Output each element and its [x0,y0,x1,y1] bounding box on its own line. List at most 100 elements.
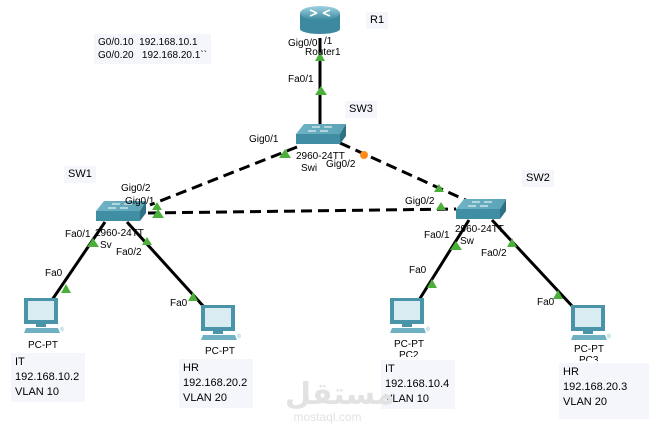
pc0-info-note: IT 192.168.10.2 VLAN 10 [11,353,85,402]
switch-sw1[interactable] [96,201,146,221]
sw2-name-label: Sw [460,236,474,247]
link-sw1-sw2[interactable] [147,207,457,215]
router-top [300,6,340,20]
port-label-sw2-fa02: Fa0/2 [481,248,507,259]
switch-front [296,134,340,144]
status-up-icon [315,86,327,95]
pc-screen [205,308,231,327]
switch-front [96,211,140,221]
port-label-sw2-gig02: Gig0/2 [405,196,435,207]
port-label-sw2-fa01: Fa0/1 [424,230,450,241]
switch-arrows-icon [468,201,492,207]
port-label-sw3-fa01: Fa0/1 [288,74,314,85]
switch-top [456,199,506,209]
pc3-model-label: PC-PT [574,344,604,355]
pc2-model-label: PC-PT [394,339,424,350]
link-sw2-pc2[interactable] [417,219,471,301]
pc-screen [394,301,420,320]
status-up-icon [427,279,437,288]
watermark: مستقل mostaql.com [285,377,395,425]
link-sw1-pc0[interactable] [50,221,107,301]
status-up-icon [279,149,291,158]
status-blocking-icon [360,151,368,159]
pc-mouse [426,326,430,332]
port-label-sw1-gig02: Gig0/2 [121,183,151,194]
pc1-info-note: HR 192.168.20.2 VLAN 20 [179,359,253,408]
pc-mouse [237,333,241,339]
port-label-sw3-gig01: Gig0/1 [249,134,279,145]
switch-side [340,124,346,144]
status-up-icon [434,184,444,192]
switch-side [140,201,146,221]
port-label-r1-gig00: Gig0/0 [288,38,318,49]
switch-sw2[interactable] [456,199,506,219]
switch-arrows-icon [308,126,332,132]
switch-top [296,124,346,134]
pc-stand [402,324,412,327]
router-arrows-icon [309,9,331,17]
pc-stand [36,324,46,327]
status-up-icon [188,292,198,301]
pc-0[interactable] [24,298,64,333]
pc3-info-note: HR 192.168.20.3 VLAN 20 [559,363,649,419]
port-label-sw1-fa01: Fa0/1 [65,229,91,240]
status-up-icon [436,202,446,210]
sw2-tag: SW2 [522,170,554,187]
router-tag: R1 [366,12,389,29]
sw2-model-label: 2960-24TT [455,224,504,235]
port-label-sw1-gig01: Gig0/1 [125,196,155,207]
pc-keyboard [571,335,607,340]
sw3-name-label: Swi [301,163,318,174]
pc-mouse [60,326,64,332]
sw3-tag: SW3 [345,101,377,118]
status-up-icon [507,238,517,247]
pc-stand [213,331,223,334]
port-label-pc1-fa0: Fa0 [170,298,188,309]
pc-mouse [607,333,611,339]
port-label-pc2-fa0: Fa0 [409,265,427,276]
link-sw3-sw2[interactable] [339,141,473,205]
pc-keyboard [390,328,426,333]
link-sw3-sw1[interactable] [149,145,298,207]
watermark-arabic: مستقل [285,377,395,412]
pc2-info-note: IT 192.168.10.4 VLAN 10 [381,360,455,409]
port-label-pc0-fa0: Fa0 [45,268,63,279]
sw1-model-label: 2960-24TT [95,228,144,239]
pc0-model-label: PC-PT [28,340,58,351]
link-status-indicators [61,52,563,301]
link-sw2-pc3[interactable] [490,218,575,309]
sw1-name-label: Sv [100,240,112,251]
sw1-tag: SW1 [64,166,96,183]
sw3-model-label: 2960-24TT [296,151,345,162]
status-up-icon [553,290,563,299]
port-label-sw3-gig02: Gig0/2 [326,159,356,170]
port-label-r1-suffix: /1 [324,36,333,47]
router-model-label: Router1 [305,47,341,58]
pc-2[interactable] [390,298,430,333]
pc-keyboard [24,328,60,333]
pc-3[interactable] [571,305,611,340]
port-label-sw1-fa02: Fa0/2 [116,247,142,258]
status-up-icon [450,241,462,250]
status-up-icon [61,284,71,293]
links [50,38,575,310]
port-label-pc3-fa0: Fa0 [537,297,555,308]
status-up-icon [152,202,162,210]
status-up-icon [87,238,99,247]
switch-arrows-icon [108,203,132,209]
pc-stand [583,331,593,334]
pc-keyboard [201,335,237,340]
pc3-name-label: PC3 [579,355,599,361]
pc1-model-label: PC-PT [205,346,235,357]
pc-screen [28,301,54,320]
switch-side [500,199,506,219]
router-r1[interactable] [300,6,340,34]
pc-1[interactable] [201,305,241,340]
router-bottom [300,24,340,34]
router-subinterfaces-note: G0/0.10 192.168.10.1 G0/0.20 192.168.20.… [94,34,211,64]
switch-front [456,209,500,219]
switch-sw3[interactable] [296,124,346,144]
link-sw1-pc1[interactable] [125,220,207,310]
status-up-icon [142,237,152,245]
pc-screen [575,308,601,327]
